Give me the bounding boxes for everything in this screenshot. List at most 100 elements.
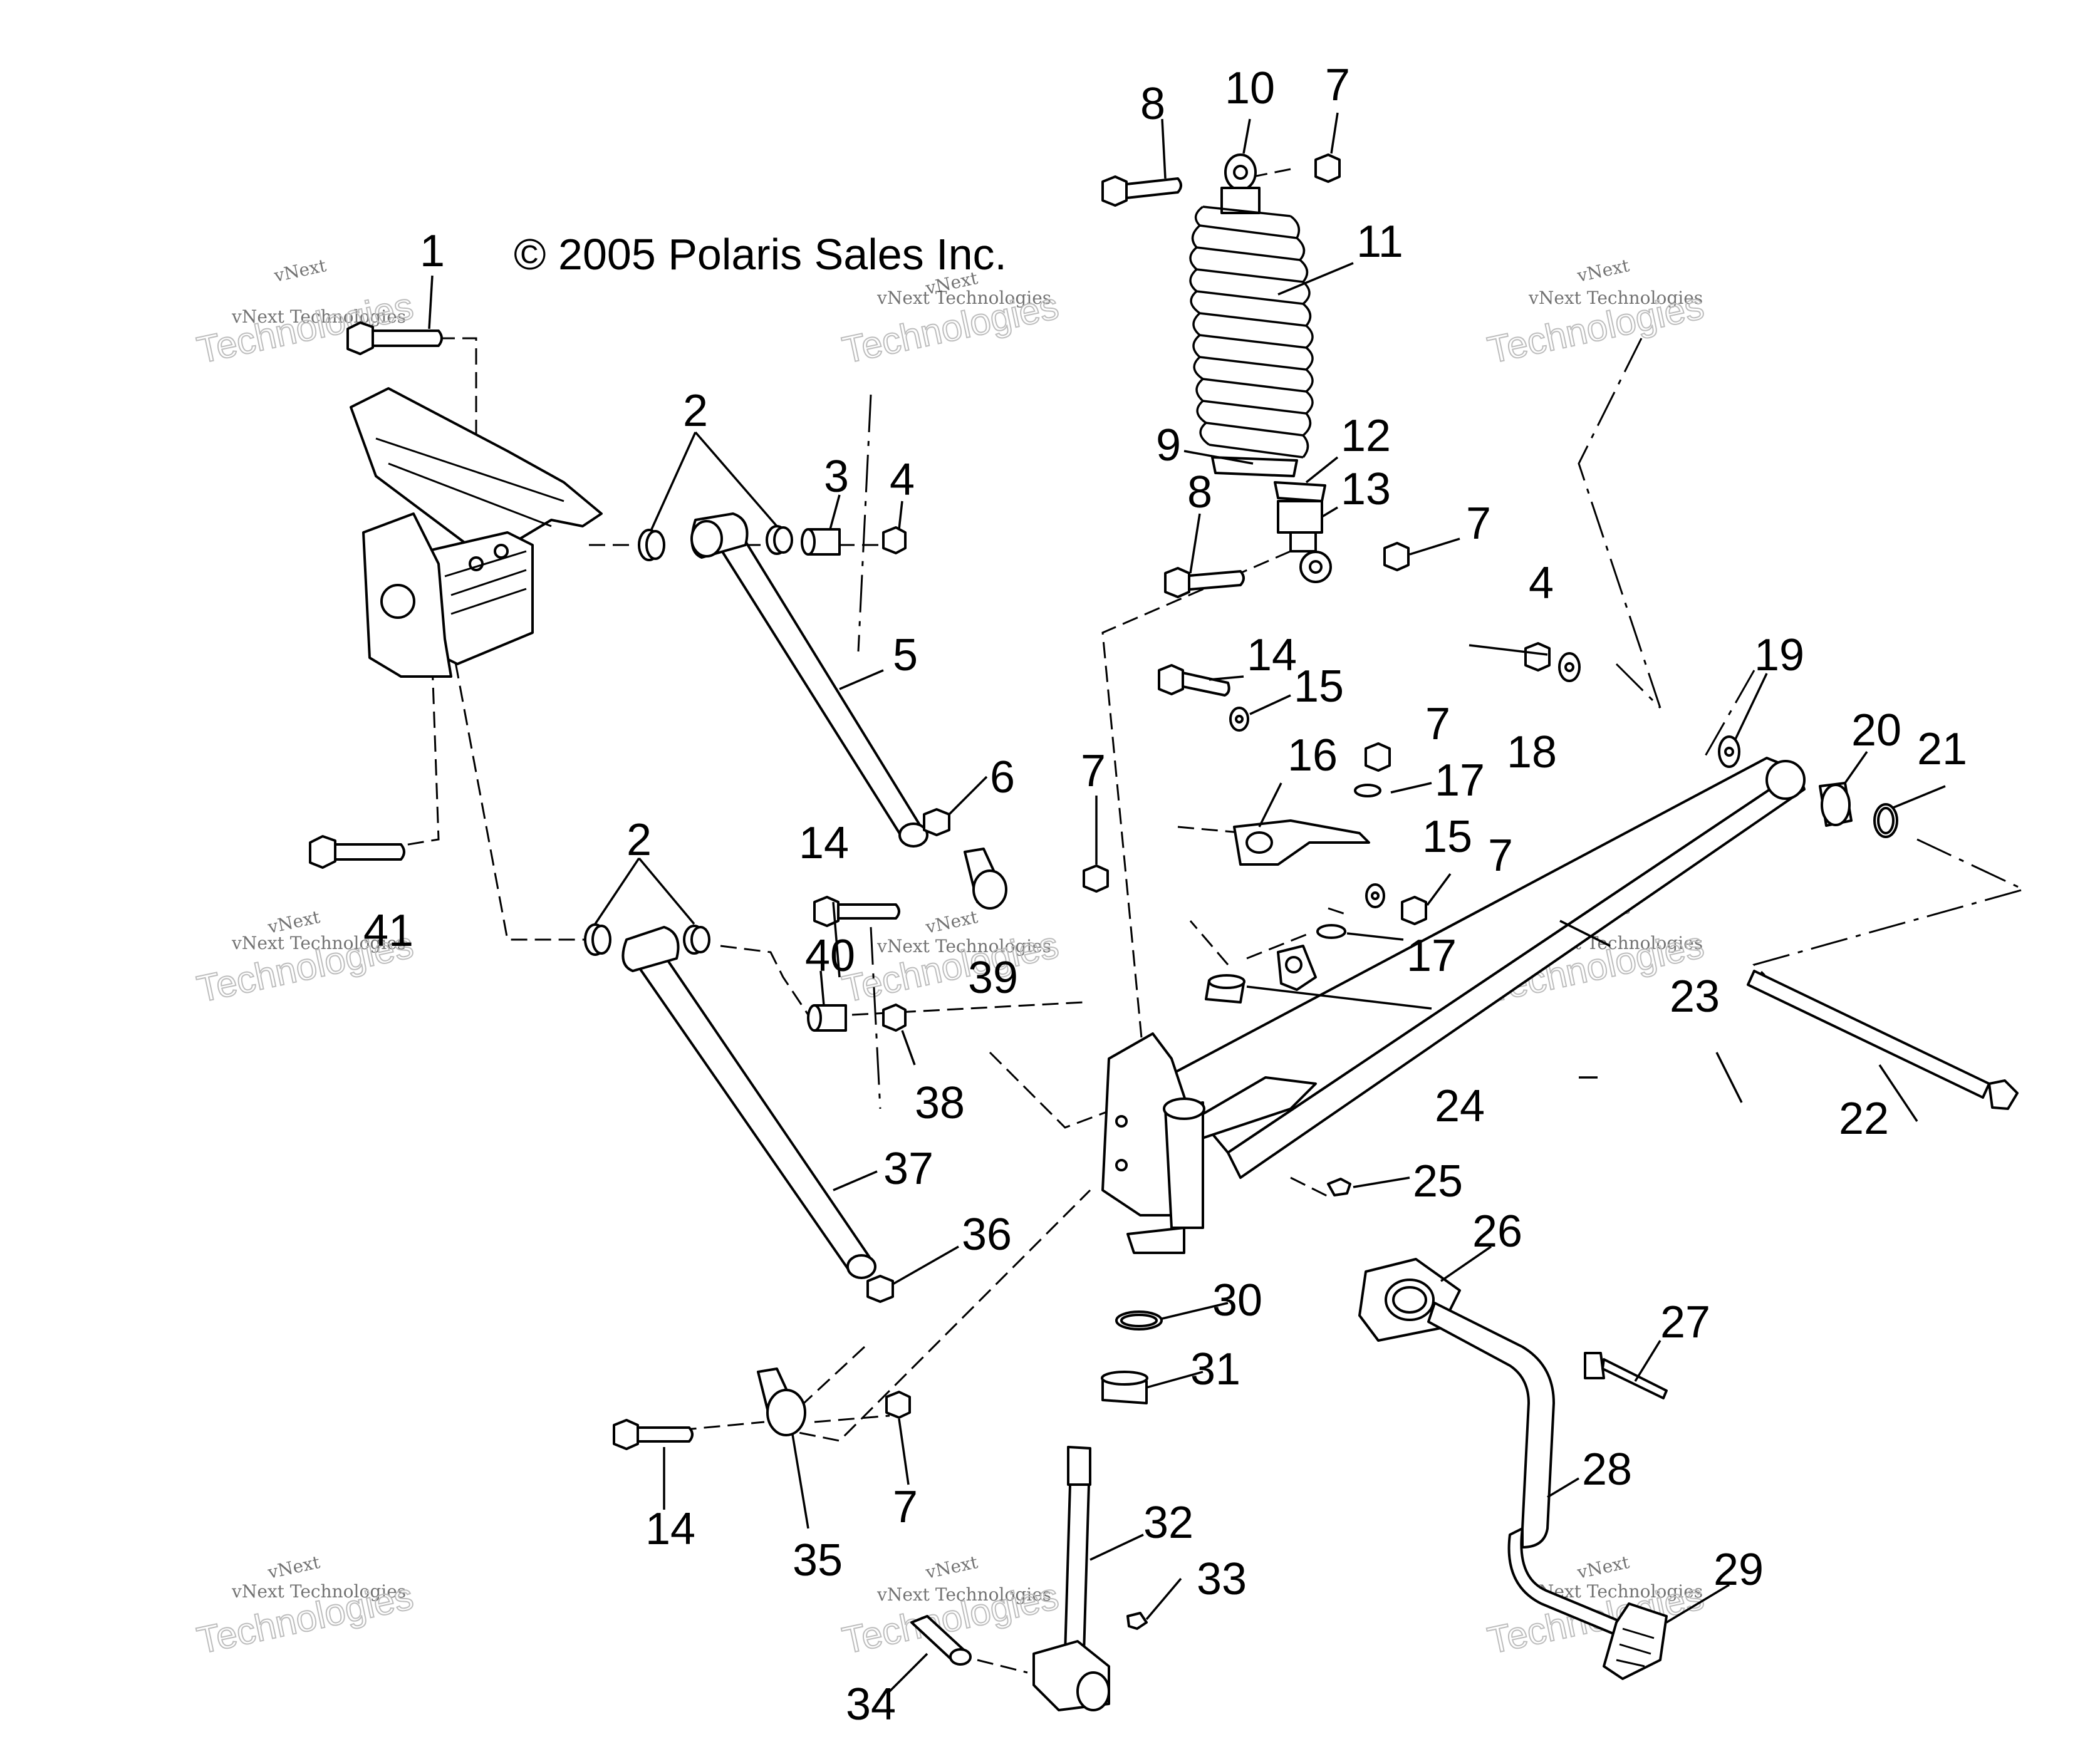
part-23-trailing-arm: [1164, 757, 1806, 1179]
leader-lines: [428, 112, 1946, 1693]
svg-text:vNext Technologies: vNext Technologies: [231, 1581, 406, 1602]
callout-39: 39: [968, 953, 1018, 1003]
svg-text:vNext Technologies: vNext Technologies: [1528, 288, 1703, 308]
part-25-fitting: [1327, 1178, 1351, 1196]
callout-25: 25: [1413, 1156, 1463, 1206]
part-36-nut: [866, 1275, 894, 1303]
callout-15-upper: 15: [1294, 662, 1344, 712]
callout-7-right-lower: 7: [1488, 831, 1513, 881]
callout-40: 40: [805, 931, 855, 981]
callout-1: 1: [420, 226, 445, 276]
part-7-nut-top: [1314, 153, 1341, 183]
callout-27: 27: [1660, 1297, 1710, 1347]
callout-23: 23: [1670, 972, 1720, 1022]
svg-text:vNext: vNext: [266, 1552, 323, 1583]
part-2-bushing-upper-left: [638, 529, 665, 561]
watermark-top-left: vNext vNext Technologies Technologies: [193, 255, 418, 372]
svg-text:vNext Technologies: vNext Technologies: [876, 288, 1051, 308]
axis-lines: [857, 338, 2027, 1109]
callout-32: 32: [1143, 1498, 1193, 1548]
part-15-washer-upper: [1229, 707, 1249, 732]
callout-33: 33: [1197, 1554, 1247, 1604]
part-19-washer: [1718, 735, 1740, 768]
callout-24: 24: [1435, 1081, 1485, 1131]
callout-31: 31: [1190, 1344, 1240, 1394]
part-11-shock-spring: [1189, 187, 1332, 583]
copyright-notice: © 2005 Polaris Sales Inc.: [514, 230, 1007, 279]
callout-6: 6: [990, 752, 1015, 802]
svg-text:vNext Technologies: vNext Technologies: [876, 936, 1051, 957]
callout-26: 26: [1472, 1206, 1522, 1257]
part-17-washer-lower: [1316, 924, 1346, 939]
callout-9: 9: [1156, 420, 1181, 470]
callout-12: 12: [1341, 411, 1391, 461]
part-3-sleeve: [801, 528, 841, 556]
callout-11: 11: [1356, 217, 1403, 267]
callout-10: 10: [1225, 63, 1275, 113]
part-14-bolt-right: [1158, 664, 1230, 697]
callout-8-lower: 8: [1187, 467, 1212, 517]
svg-text:vNext: vNext: [1575, 255, 1632, 286]
part-7-nut-right-upper: [1365, 742, 1391, 772]
part-6-nut: [923, 808, 950, 836]
part-7-nut-shock-lower: [1383, 542, 1410, 571]
assembly-lines: [400, 168, 1348, 1674]
callout-7-right-upper: 7: [1425, 699, 1450, 749]
part-35-ball-joint: [757, 1367, 806, 1436]
part-17-washer-upper: [1354, 784, 1381, 797]
part-38-nut: [882, 1004, 907, 1032]
part-8-bolt-upper: [1101, 175, 1182, 207]
part-10-eyelet: [1224, 153, 1257, 191]
watermark-bottom-left: vNext vNext Technologies Technologies: [193, 1552, 418, 1663]
part-ball-stud: [1277, 945, 1317, 991]
part-7-nut-lower: [885, 1391, 911, 1419]
callout-29: 29: [1713, 1545, 1764, 1595]
callout-18: 18: [1507, 727, 1557, 777]
callout-13: 13: [1341, 464, 1391, 514]
part-40-sleeve: [807, 1004, 847, 1032]
part-34-pin: [910, 1615, 972, 1666]
callout-36: 36: [962, 1210, 1012, 1260]
callout-3: 3: [824, 452, 849, 502]
part-4-nut-upper: [882, 526, 907, 554]
part-21-ring: [1873, 803, 1898, 838]
callout-28: 28: [1582, 1445, 1632, 1495]
part-14-bolt-mid: [813, 896, 900, 927]
watermark-top-right: vNext vNext Technologies Technologies: [1484, 255, 1708, 372]
callout-41: 41: [363, 906, 413, 956]
callout-14-mid: 14: [799, 818, 849, 868]
callout-7-mid: 7: [1081, 746, 1106, 796]
frame-bracket: [350, 387, 603, 678]
callout-22: 22: [1839, 1094, 1889, 1144]
callout-14-right: 14: [1247, 630, 1297, 680]
callout-17-lower: 17: [1406, 931, 1457, 981]
part-14-bolt-lower: [613, 1419, 694, 1450]
callout-37: 37: [883, 1144, 933, 1194]
part-1-bolt: [346, 321, 443, 355]
part-41-bolt: [309, 835, 405, 869]
part-24-bushing: [1205, 974, 1245, 1004]
callout-7-top: 7: [1325, 60, 1350, 110]
callout-4-right: 4: [1529, 558, 1554, 608]
svg-text:vNext Technologies: vNext Technologies: [231, 933, 406, 953]
svg-text:vNext: vNext: [923, 1552, 980, 1583]
callout-21: 21: [1917, 724, 1967, 774]
callout-17-upper: 17: [1435, 755, 1485, 806]
callout-35: 35: [793, 1535, 843, 1585]
callout-7-lower: 7: [893, 1482, 918, 1532]
part-7-nut-right-lower: [1401, 896, 1427, 925]
part-18-washer: [1558, 652, 1581, 682]
callout-4-upper: 4: [890, 455, 915, 505]
part-22-bolt: [1747, 970, 2019, 1110]
part-16-bracket: [1233, 819, 1370, 866]
callout-numbers: 1 2 3 4 5 6 7 2 14 41 40 39 38 37 36 14 …: [363, 60, 1967, 1730]
callout-7-shock: 7: [1466, 499, 1491, 549]
svg-text:vNext: vNext: [272, 255, 329, 286]
part-7-nut-mid: [1083, 864, 1109, 893]
callout-2-upper: 2: [683, 386, 708, 436]
svg-text:vNext: vNext: [1575, 1552, 1632, 1583]
callout-2-lower: 2: [627, 815, 652, 865]
svg-text:vNext: vNext: [923, 906, 980, 938]
part-4-nut-right: [1524, 642, 1551, 672]
